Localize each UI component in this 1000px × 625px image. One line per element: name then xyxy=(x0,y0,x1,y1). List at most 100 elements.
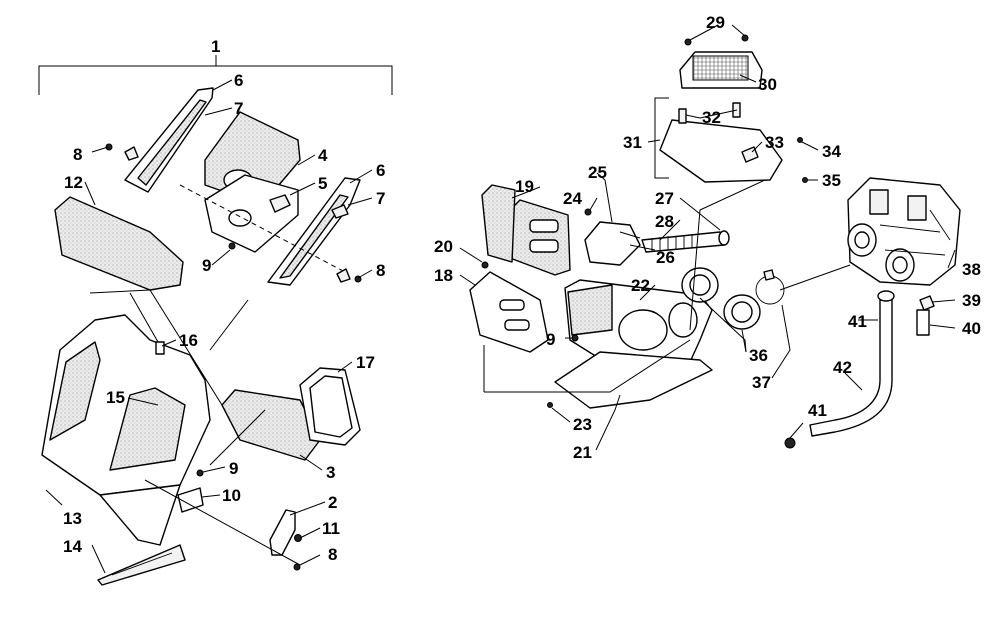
callout-10: 10 xyxy=(222,486,241,505)
filter-screen-right xyxy=(279,194,349,279)
assembly-line-upper xyxy=(179,184,346,273)
callout-16: 16 xyxy=(179,331,198,350)
airbox-22-pad xyxy=(567,284,613,336)
callout-39: 39 xyxy=(962,291,981,310)
screw-24 xyxy=(584,208,592,216)
hose-end xyxy=(718,230,730,246)
leaders-right xyxy=(459,24,956,451)
callout-9b: 9 xyxy=(229,459,238,478)
fitting-41-upper xyxy=(877,290,895,302)
callout-41b: 41 xyxy=(808,401,827,420)
callout-31: 31 xyxy=(623,133,642,152)
assembly-bracket xyxy=(38,55,393,95)
spacer-32-left xyxy=(678,108,687,124)
clamp-37-tab xyxy=(763,269,775,281)
callout-28: 28 xyxy=(655,212,674,231)
airbox-port-right xyxy=(668,302,698,338)
callout-35: 35 xyxy=(822,171,841,190)
bracket-18-slot-top xyxy=(499,299,525,311)
bracket-18-slot-bottom xyxy=(504,319,530,331)
airbox-port-left xyxy=(618,309,668,351)
hose-28-ribs xyxy=(651,234,693,252)
hood-window-right xyxy=(109,387,186,471)
screw-29-left xyxy=(684,38,692,46)
callout-9a: 9 xyxy=(202,256,211,275)
leaders-left xyxy=(45,79,373,574)
hose-42 xyxy=(809,299,893,437)
callout-24: 24 xyxy=(563,189,582,208)
clip-35 xyxy=(802,177,808,183)
callout-33: 33 xyxy=(765,133,784,152)
intake-grill xyxy=(692,55,749,81)
fastener-8-upper xyxy=(105,143,113,151)
callout-14: 14 xyxy=(63,537,82,556)
callout-12: 12 xyxy=(64,173,83,192)
screw-34 xyxy=(797,137,803,143)
callout-8b: 8 xyxy=(376,261,385,280)
pump-25 xyxy=(584,221,641,266)
callout-6b: 6 xyxy=(376,161,385,180)
callout-21: 21 xyxy=(573,443,592,462)
callout-22: 22 xyxy=(631,276,650,295)
hood-window-left xyxy=(49,341,101,441)
callout-15: 15 xyxy=(106,388,125,407)
callout-25: 25 xyxy=(588,163,607,182)
clamp-39 xyxy=(919,295,935,311)
callout-9c: 9 xyxy=(546,330,555,349)
bracket-10 xyxy=(177,487,204,513)
callout-42: 42 xyxy=(833,358,852,377)
foam-pad-12 xyxy=(54,196,184,291)
callout-38: 38 xyxy=(962,260,981,279)
callout-18: 18 xyxy=(434,266,453,285)
pad-33 xyxy=(741,146,759,163)
carb-top-right xyxy=(907,195,927,221)
housing-tab xyxy=(269,194,291,213)
screw-16-shank xyxy=(129,292,159,343)
callout-37: 37 xyxy=(752,373,771,392)
filter-screen-left xyxy=(137,99,207,186)
callout-41a: 41 xyxy=(848,312,867,331)
callout-19: 19 xyxy=(515,177,534,196)
callout-5: 5 xyxy=(318,174,327,193)
decal-14 xyxy=(97,544,186,586)
callout-8a: 8 xyxy=(73,145,82,164)
callout-20: 20 xyxy=(434,237,453,256)
carb-top-left xyxy=(869,189,889,215)
bracket-2 xyxy=(269,509,296,556)
fastener-9-lower xyxy=(196,469,204,477)
silencer-housing xyxy=(204,174,299,253)
callout-34: 34 xyxy=(822,142,841,161)
fastener-9-upper xyxy=(228,242,236,250)
screw-29-right xyxy=(741,34,749,42)
screw-20 xyxy=(481,261,489,269)
hood-lower-panel xyxy=(99,484,181,546)
foam-19 xyxy=(509,199,571,276)
callout-4: 4 xyxy=(318,146,328,165)
foam-19-slot-bottom xyxy=(529,239,559,253)
callout-17: 17 xyxy=(356,353,375,372)
callout-1: 1 xyxy=(211,37,220,56)
foam-19-back xyxy=(481,184,516,263)
stud-16 xyxy=(155,341,165,355)
callout-7a: 7 xyxy=(234,99,243,118)
callout-13: 13 xyxy=(63,509,82,528)
fastener-8-lower xyxy=(293,563,301,571)
bracket-31 xyxy=(654,97,669,179)
washer-right xyxy=(336,268,351,283)
foam-19-slot-top xyxy=(529,219,559,233)
washer-upper xyxy=(124,146,139,161)
carb-throat-left-inner xyxy=(854,231,870,249)
seal-ring-inner xyxy=(309,375,353,438)
callout-labels: 1 6 7 8 4 12 5 6 7 9 8 16 17 15 9 3 10 2… xyxy=(63,13,981,564)
callout-27: 27 xyxy=(655,189,674,208)
callout-30: 30 xyxy=(758,75,777,94)
screw-23 xyxy=(547,402,553,408)
callout-23: 23 xyxy=(573,415,592,434)
housing-port xyxy=(228,209,252,227)
clamp-41-lower xyxy=(784,437,796,449)
bracket-18 xyxy=(469,271,549,353)
callout-29: 29 xyxy=(706,13,725,32)
callout-11: 11 xyxy=(322,519,340,538)
clip-right xyxy=(331,204,349,219)
